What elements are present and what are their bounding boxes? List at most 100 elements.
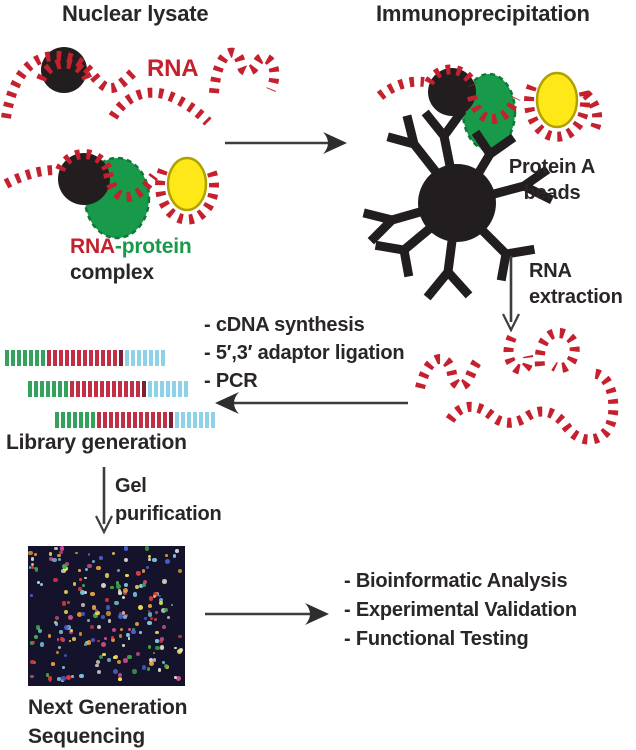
sequencing-cluster-dot-icon: [175, 675, 181, 681]
sequencing-cluster-dot-icon: [30, 640, 35, 645]
label-gel-purification: Gel purification: [115, 472, 222, 528]
sequencing-cluster-dot-icon: [152, 651, 156, 655]
sequencing-cluster-dot-icon: [146, 667, 150, 671]
sequencing-cluster-dot-icon: [118, 589, 122, 593]
rna-strand-icon: [108, 87, 212, 126]
sequencing-cluster-dot-icon: [112, 668, 118, 674]
sequencing-cluster-dot-icon: [100, 642, 106, 647]
sequencing-cluster-dot-icon: [141, 569, 146, 573]
sequencing-cluster-dot-icon: [51, 662, 55, 666]
sequencing-cluster-dot-icon: [116, 581, 120, 585]
sequencing-cluster-dot-icon: [160, 637, 164, 641]
sequencing-cluster-dot-icon: [90, 625, 95, 630]
rna-strand-icon: [534, 328, 580, 373]
sequencing-cluster-dot-icon: [59, 636, 65, 641]
sequencing-cluster-dot-icon: [127, 628, 131, 631]
sequencing-cluster-dot-icon: [158, 600, 163, 605]
arrow-to-outputs: [205, 603, 329, 625]
sequencing-cluster-dot-icon: [149, 616, 154, 621]
arrow-head-icon: [323, 132, 347, 154]
sequencing-cluster-dot-icon: [178, 647, 184, 652]
sequencing-cluster-dot-icon: [95, 565, 101, 571]
sequencing-cluster-dot-icon: [153, 658, 157, 662]
sequencing-cluster-dot-icon: [64, 610, 69, 615]
label-gel-line2: purification: [115, 503, 222, 525]
sequencing-cluster-dot-icon: [34, 566, 38, 571]
rna-strand-icon: [3, 165, 57, 189]
sequencing-cluster-dot-icon: [175, 548, 180, 553]
sequencing-cluster-dot-icon: [63, 654, 67, 658]
sequencing-cluster-dot-icon: [121, 596, 125, 600]
arrow-head-icon: [95, 515, 113, 535]
step-adaptor-ligation: - 5′,3′ adaptor ligation: [204, 342, 405, 364]
sequencing-cluster-dot-icon: [155, 611, 159, 615]
sequencing-cluster-dot-icon: [127, 654, 132, 659]
sequencing-cluster-dot-icon: [99, 555, 104, 560]
sequencing-cluster-dot-icon: [152, 594, 156, 599]
sequencing-cluster-dot-icon: [117, 614, 123, 619]
sequencing-cluster-dot-icon: [104, 636, 108, 640]
sequencing-cluster-dot-icon: [59, 546, 65, 551]
step-pcr: - PCR: [204, 370, 258, 392]
sequencing-cluster-dot-icon: [30, 659, 35, 665]
sequencing-cluster-dot-icon: [111, 636, 115, 640]
sequencing-cluster-dot-icon: [34, 635, 38, 639]
ip-complex: [376, 64, 603, 152]
sequencing-cluster-dot-icon: [101, 582, 107, 588]
sequencing-cluster-dot-icon: [118, 677, 122, 681]
label-gel-line1: Gel: [115, 475, 147, 497]
protein-blob-black-icon: [41, 47, 87, 93]
sequencing-cluster-dot-icon: [119, 611, 123, 615]
sequencing-cluster-dot-icon: [30, 594, 34, 598]
label-complex-part: complex: [70, 261, 154, 284]
sequencing-cluster-dot-icon: [107, 658, 112, 663]
protein-blob-yellow-icon: [535, 71, 579, 129]
sequencing-cluster-dot-icon: [57, 553, 61, 558]
insert-stripes-icon: [70, 381, 142, 397]
sequencing-cluster-dot-icon: [32, 641, 36, 645]
sequencing-cluster-dot-icon: [170, 603, 174, 607]
sequencing-cluster-dot-icon: [61, 601, 66, 606]
sequencing-cluster-dot-icon: [86, 619, 90, 623]
sequencing-cluster-dot-icon: [157, 668, 162, 672]
sequencing-cluster-dot-icon: [122, 588, 128, 594]
label-rna-extraction-line2: extraction: [529, 286, 623, 308]
sequencing-cluster-dot-icon: [59, 550, 63, 555]
sequencing-cluster-dot-icon: [64, 561, 70, 567]
extracted-rna-squiggles: [415, 328, 619, 445]
label-ngs-line2: Sequencing: [28, 725, 146, 748]
sequencing-cluster-dot-icon: [92, 559, 96, 563]
sequencing-cluster-dot-icon: [123, 546, 129, 551]
adaptor3-stripes-icon: [148, 381, 190, 397]
sequencing-cluster-dot-icon: [164, 664, 168, 669]
sequencing-cluster-dot-icon: [72, 637, 76, 641]
sequencing-cluster-dot-icon: [98, 655, 103, 660]
sequencing-cluster-dot-icon: [67, 601, 71, 605]
adaptor5-stripes-icon: [5, 350, 47, 366]
sequencing-cluster-dot-icon: [165, 554, 168, 557]
sequencing-cluster-dot-icon: [158, 594, 161, 598]
sequencing-cluster-dot-icon: [132, 669, 137, 674]
sequencing-cluster-dot-icon: [28, 565, 32, 569]
sequencing-cluster-dot-icon: [143, 616, 147, 620]
sequencing-cluster-dot-icon: [125, 574, 129, 578]
sequencing-cluster-dot-icon: [78, 568, 82, 572]
sequencing-cluster-dot-icon: [33, 552, 38, 557]
sequencing-cluster-dot-icon: [138, 583, 143, 589]
protein-blob-black-icon: [58, 153, 110, 205]
sequencing-cluster-dot-icon: [108, 619, 112, 623]
output-bioinformatic-analysis: - Bioinformatic Analysis: [344, 570, 568, 592]
sequencing-cluster-dot-icon: [115, 584, 121, 589]
sequencing-cluster-dot-icon: [87, 553, 91, 556]
sequencing-cluster-dot-icon: [144, 546, 150, 551]
sequencing-cluster-dot-icon: [31, 557, 35, 561]
sequencing-cluster-dot-icon: [106, 605, 111, 610]
sequencing-cluster-dot-icon: [132, 592, 138, 597]
sequencing-cluster-dot-icon: [151, 557, 157, 563]
arrow-gel-purification: [95, 467, 113, 535]
sequencing-cluster-dot-icon: [90, 591, 96, 597]
arrow-head-icon: [502, 313, 520, 333]
sequencing-cluster-dot-icon: [148, 604, 153, 609]
sequencing-cluster-dot-icon: [100, 614, 105, 619]
rna-protein-complex: [3, 149, 219, 240]
